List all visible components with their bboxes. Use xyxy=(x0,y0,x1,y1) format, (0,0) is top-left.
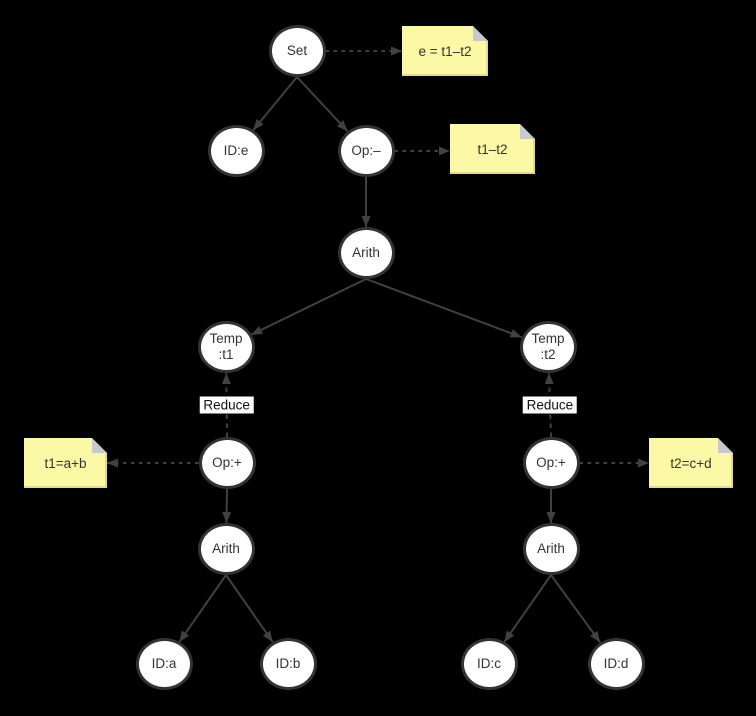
node-op_plus_left: Op:+ xyxy=(198,437,256,489)
node-arith_right: Arith xyxy=(522,523,580,575)
edge-arith_right-id_d xyxy=(550,574,602,643)
sticky-note-note_e: e = t1–t2 xyxy=(402,26,488,76)
node-label: Arith xyxy=(352,245,380,261)
sticky-note-note_t1t2: t1–t2 xyxy=(450,124,535,174)
node-temp_t1: Temp :t1 xyxy=(197,321,255,373)
edge-set-op_minus xyxy=(296,76,349,132)
note-text: t1=a+b xyxy=(44,455,87,471)
node-label: Op:+ xyxy=(536,455,566,471)
node-op_minus: Op:– xyxy=(337,125,395,177)
node-label: Temp :t1 xyxy=(209,331,243,362)
reduce-label: Reduce xyxy=(199,396,254,414)
node-id_d: ID:d xyxy=(587,638,645,690)
node-op_plus_right: Op:+ xyxy=(522,437,580,489)
node-temp_t2: Temp :t2 xyxy=(519,321,577,373)
node-id_a: ID:a xyxy=(135,638,193,690)
node-label: ID:d xyxy=(603,656,629,672)
reduce-label: Reduce xyxy=(522,396,578,414)
sticky-note-note_t2cd: t2=c+d xyxy=(649,438,733,488)
node-label: Temp :t2 xyxy=(531,331,565,362)
node-label: Arith xyxy=(212,541,240,557)
note-text: t1–t2 xyxy=(477,141,508,157)
edge-arith_top-temp_t1 xyxy=(250,278,367,336)
node-label: ID:a xyxy=(151,656,177,672)
node-label: ID:b xyxy=(275,656,301,672)
edge-arith_right-id_c xyxy=(503,574,552,643)
node-label: ID:e xyxy=(223,143,249,159)
edge-set-id_e xyxy=(252,76,298,131)
edge-op_plus_left-arith_left xyxy=(222,488,232,524)
sticky-note-note_t1ab: t1=a+b xyxy=(24,438,107,488)
node-arith_top: Arith xyxy=(337,227,395,279)
note-text: e = t1–t2 xyxy=(418,43,472,59)
node-arith_left: Arith xyxy=(197,523,255,575)
node-id_b: ID:b xyxy=(259,638,317,690)
reduce-link-op_plus_right-temp_t2 xyxy=(544,372,554,438)
reduce-link-op_plus_left-temp_t1 xyxy=(221,372,231,438)
edge-arith_left-id_b xyxy=(225,574,274,643)
edge-arith_top-temp_t2 xyxy=(365,278,522,339)
node-label: Set xyxy=(286,43,308,59)
node-label: Op:– xyxy=(351,143,381,159)
node-label: ID:c xyxy=(476,656,501,672)
node-label: Arith xyxy=(537,541,565,557)
node-id_c: ID:c xyxy=(460,638,518,690)
node-id_e: ID:e xyxy=(207,125,265,177)
edge-arith_left-id_a xyxy=(178,574,227,643)
node-label: Op:+ xyxy=(212,455,242,471)
note-text: t2=c+d xyxy=(670,455,712,471)
node-set: Set xyxy=(268,25,326,77)
